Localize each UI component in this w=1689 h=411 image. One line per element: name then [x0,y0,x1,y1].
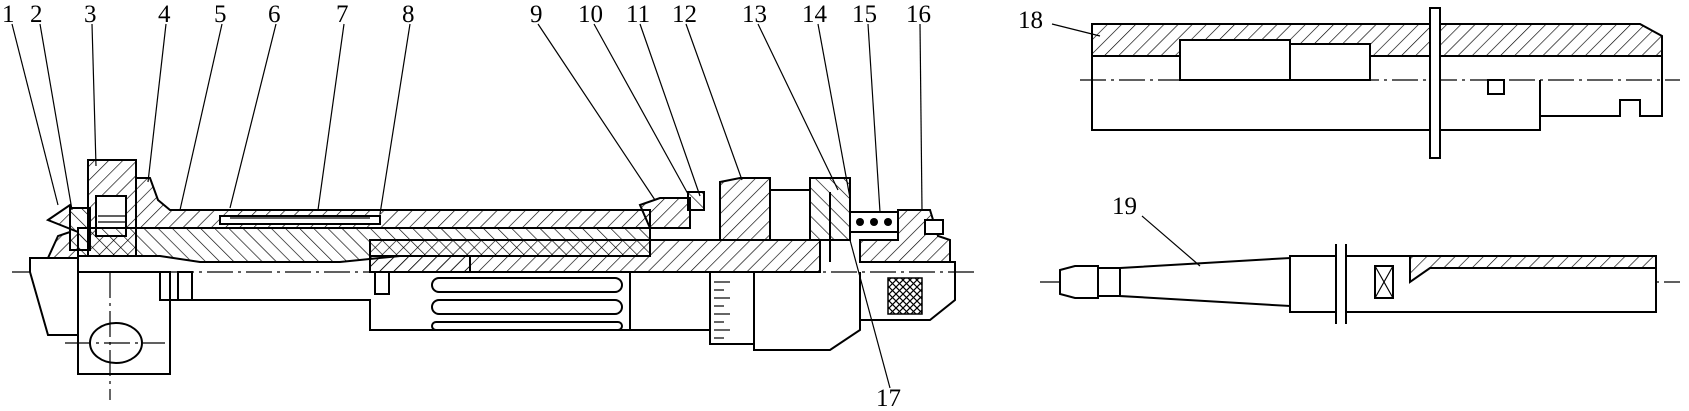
part-18-upper-wall [1091,23,1663,57]
label-13: 13 [742,1,767,28]
left-head-lower [29,257,79,336]
spring-coil-2 [870,218,878,226]
part-18-slot-1 [1179,39,1291,81]
part-9-collar [638,197,691,229]
label-3: 3 [84,1,97,28]
label-15: 15 [852,1,877,28]
part-18-right-end [1539,56,1663,117]
label-4: 4 [158,1,171,28]
main-leaders [11,23,923,389]
part-10-11-pin [687,191,705,211]
part-19-tip [1059,265,1099,299]
part-19-view [1040,215,1680,324]
thimble-left [629,272,711,331]
label-17: 17 [876,385,901,411]
spring-coil-3 [884,218,892,226]
label-2: 2 [30,1,43,28]
label-7: 7 [336,1,349,28]
part-12-nut [719,177,771,241]
slot-3 [431,321,623,331]
label-14: 14 [802,1,828,28]
label-6: 6 [268,1,281,28]
part-6-sleeve [219,215,381,225]
lower-pin-left [177,271,193,301]
lower-pin-mid [374,271,390,295]
part-19-taper [1119,256,1291,308]
label-12: 12 [672,1,697,28]
label-16: 16 [906,1,931,28]
label-19: 19 [1112,193,1137,220]
key-block [369,255,471,273]
thimble-right [753,272,861,351]
callout-labels: 1 2 3 4 5 6 7 8 9 10 11 12 13 14 15 16 1… [2,1,1137,411]
slot-1 [431,277,623,293]
part-13-cavity [769,189,811,241]
slot-2 [431,299,623,315]
part-19-hatched-edge [1409,255,1657,284]
part-18-pin [1487,79,1505,95]
label-8: 8 [402,1,415,28]
micrometer-scale [709,271,755,345]
label-9: 9 [530,1,543,28]
spring-coil-1 [856,218,864,226]
label-10: 10 [578,1,603,28]
knurled-knob [887,277,923,315]
label-11: 11 [626,1,650,28]
label-1: 1 [2,1,15,28]
part-19-neck [1097,267,1121,297]
label-5: 5 [214,1,227,28]
part-18-slot-2 [1289,43,1371,81]
part-4-8-body-shell [135,177,651,229]
main-assembly-view [12,159,975,400]
label-18: 18 [1018,7,1043,34]
part-16-notch [924,219,944,235]
part-18-view [1051,7,1680,159]
knob-outline [860,261,956,321]
